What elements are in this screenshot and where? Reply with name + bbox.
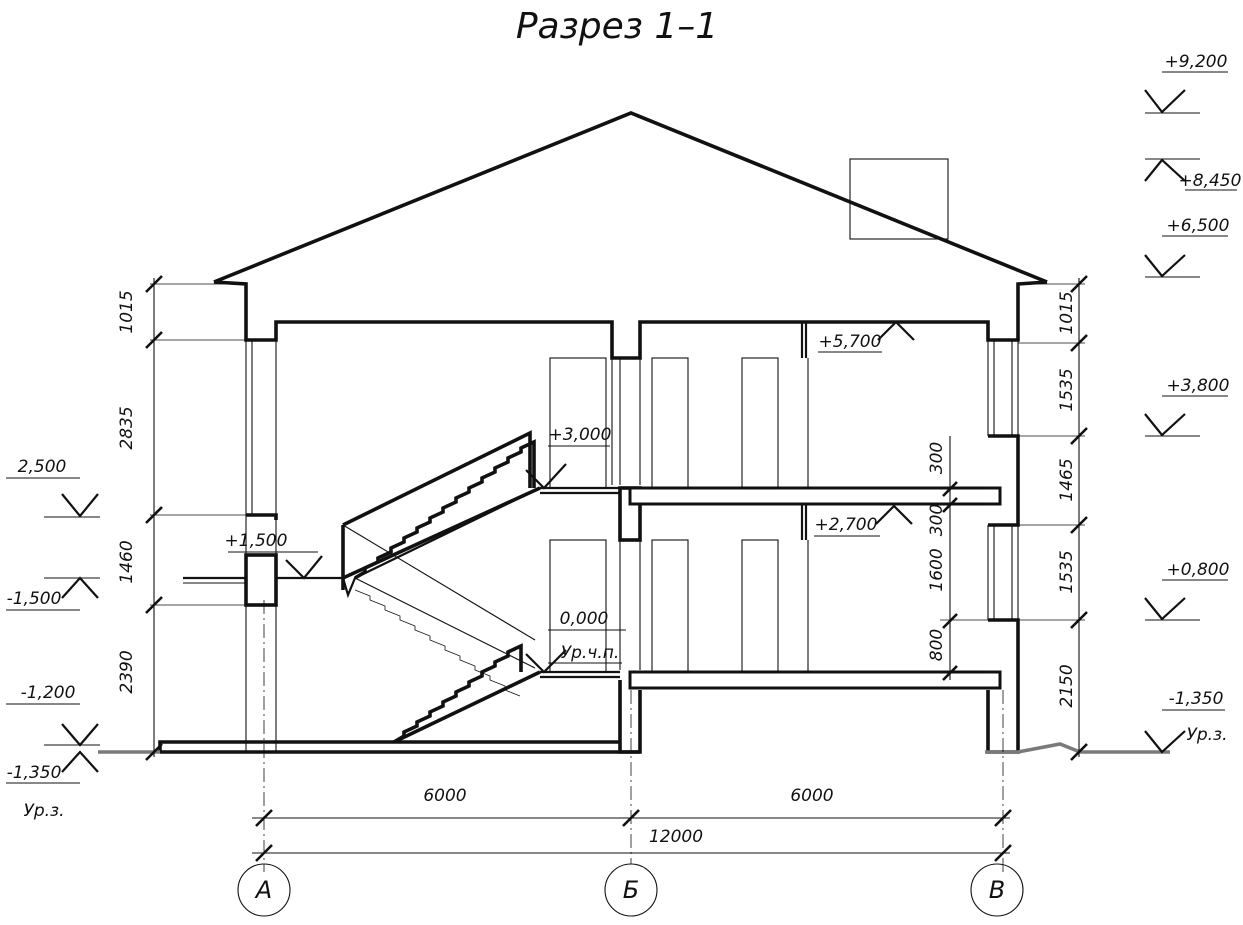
dim-inner-4: 800 xyxy=(927,629,947,661)
dim-right-1: 1015 xyxy=(1057,291,1077,334)
dim-total: 12000 xyxy=(649,827,703,847)
dim-left-2: 2835 xyxy=(117,406,137,449)
left-dimensions: 1015 2835 1460 2390 xyxy=(117,275,246,761)
dim-right-4: 1535 xyxy=(1057,550,1077,593)
axis-b: Б xyxy=(604,863,658,917)
elevation-mark-left-mid: -1,500 xyxy=(6,576,100,611)
axis-v: В xyxy=(970,863,1024,917)
dim-right-5: 2150 xyxy=(1057,664,1077,707)
dim-span-1: 6000 xyxy=(423,786,466,806)
level-upper-landing: +3,000 xyxy=(549,425,612,445)
level-left-top: 2,500 xyxy=(18,457,67,477)
right-dimensions: 1015 1535 1465 1535 2150 xyxy=(1018,275,1088,761)
dim-inner-3: 1600 xyxy=(927,548,947,591)
elevation-mark-eaves: +6,500 xyxy=(1144,216,1230,278)
elevation-mark-ground-floor: +0,800 xyxy=(1144,560,1230,621)
elevation-mark-stair-landing: +1,500 xyxy=(225,531,323,580)
doors xyxy=(549,322,809,673)
elevation-mark-chimney: +8,450 xyxy=(1144,158,1242,191)
elevation-mark-left-top: 2,500 xyxy=(6,457,100,518)
left-wall xyxy=(183,340,278,752)
dim-right-3: 1465 xyxy=(1057,458,1077,501)
dim-left-4: 2390 xyxy=(117,650,137,693)
ground-label-right: Ур.з. xyxy=(1187,725,1228,745)
level-attic-floor: +5,700 xyxy=(819,332,882,352)
level-ground-right: -1,350 xyxy=(1169,689,1224,709)
level-ridge: +9,200 xyxy=(1165,52,1228,72)
roof xyxy=(213,111,1048,360)
level-left-low: -1,200 xyxy=(21,683,76,703)
axis-b-label: Б xyxy=(623,876,639,904)
dim-inner-2: 300 xyxy=(927,504,947,536)
dim-left-3: 1460 xyxy=(117,540,137,583)
dim-left-1: 1015 xyxy=(117,290,137,333)
level-left-mid: -1,500 xyxy=(7,589,62,609)
level-left-ground: -1,350 xyxy=(7,763,62,783)
level-eaves: +6,500 xyxy=(1167,216,1230,236)
elevation-mark-second-floor: +3,800 xyxy=(1144,376,1230,437)
dim-right-2: 1535 xyxy=(1057,368,1077,411)
level-upper-floor: +2,700 xyxy=(815,515,878,535)
elevation-mark-upper-landing: +3,000 xyxy=(525,425,612,490)
ground-line-right xyxy=(985,742,1170,754)
elevation-mark-zero: 0,000 Ур.ч.п. xyxy=(525,609,626,674)
elevation-mark-left-ground: -1,350 Ур.з. xyxy=(6,750,99,821)
level-ground-floor: +0,800 xyxy=(1167,560,1230,580)
elevation-mark-upper-floor: +2,700 xyxy=(814,504,913,537)
level-chimney: +8,450 xyxy=(1179,171,1242,191)
elevation-mark-ridge: +9,200 xyxy=(1144,52,1228,114)
elevation-mark-attic-floor: +5,700 xyxy=(818,320,915,353)
axis-a: А xyxy=(237,863,291,917)
level-second-floor: +3,800 xyxy=(1167,376,1230,396)
elevation-mark-left-low: -1,200 xyxy=(6,683,100,747)
chimney xyxy=(849,158,949,240)
dim-span-2: 6000 xyxy=(790,786,833,806)
bottom-dimensions: 6000 6000 12000 xyxy=(252,786,1012,862)
floor-slabs xyxy=(158,486,1002,754)
dim-inner-1: 300 xyxy=(927,442,947,474)
axis-v-label: В xyxy=(989,876,1005,904)
elevation-mark-ground-right: -1,350 Ур.з. xyxy=(1144,689,1228,754)
ground-label-left: Ур.з. xyxy=(24,801,65,821)
stairs xyxy=(276,430,541,744)
drawing-title: Разрез 1–1 xyxy=(516,6,718,47)
level-zero: 0,000 xyxy=(560,609,609,629)
level-stair-landing: +1,500 xyxy=(225,531,288,551)
clean-floor-label: Ур.ч.п. xyxy=(561,643,620,663)
inner-dimensions: 300 300 1600 800 xyxy=(927,436,988,681)
axis-a-label: А xyxy=(254,876,272,904)
